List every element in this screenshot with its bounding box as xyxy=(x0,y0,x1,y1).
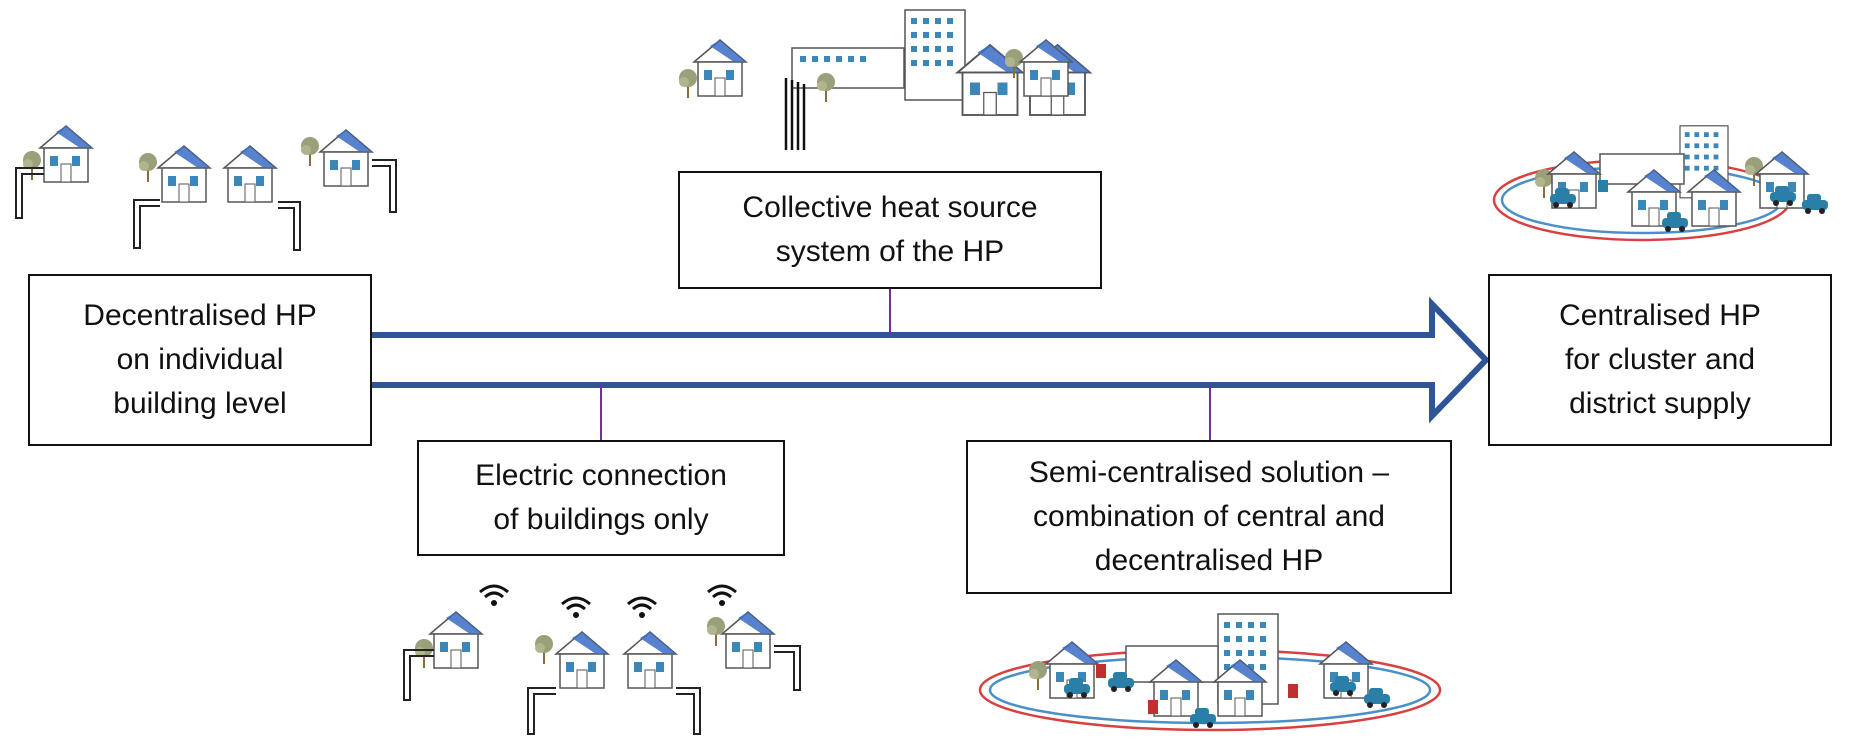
houses-with-ground-loops-icon xyxy=(15,125,397,251)
electric-line-1: Electric connection xyxy=(475,459,727,492)
decentralised-line-3: building level xyxy=(113,387,287,420)
semi-line-2: combination of central and xyxy=(1033,500,1385,533)
collective-line-1: Collective heat source xyxy=(742,191,1038,224)
electric-connection-box: Electric connection of buildings only xyxy=(417,440,785,556)
decentralised-line-1: Decentralised HP xyxy=(83,299,317,332)
centralised-line-3: district supply xyxy=(1569,387,1751,420)
centralised-hp-box: Centralised HP for cluster and district … xyxy=(1488,274,1832,446)
district-ring-with-cars-icon xyxy=(1492,125,1828,242)
electric-line-2: of buildings only xyxy=(493,503,709,536)
semi-line-1: Semi-centralised solution – xyxy=(1028,456,1390,489)
centralised-line-2: for cluster and xyxy=(1564,343,1756,376)
semi-centralised-box: Semi-centralised solution – combination … xyxy=(966,440,1452,594)
decentralised-line-2: on individual xyxy=(116,343,284,376)
collective-line-2: system of the HP xyxy=(775,235,1005,268)
collective-heat-source-box: Collective heat source system of the HP xyxy=(678,171,1102,289)
semi-line-3: decentralised HP xyxy=(1094,544,1324,577)
centralised-line-1: Centralised HP xyxy=(1559,299,1761,332)
decentralised-hp-box: Decentralised HP on individual building … xyxy=(28,274,372,446)
arrow-body xyxy=(372,296,1491,424)
houses-with-wireless-signal-icon xyxy=(403,584,801,735)
cluster-with-collective-heat-source-icon xyxy=(679,9,1091,150)
district-ring-with-cars-icon xyxy=(978,613,1442,732)
